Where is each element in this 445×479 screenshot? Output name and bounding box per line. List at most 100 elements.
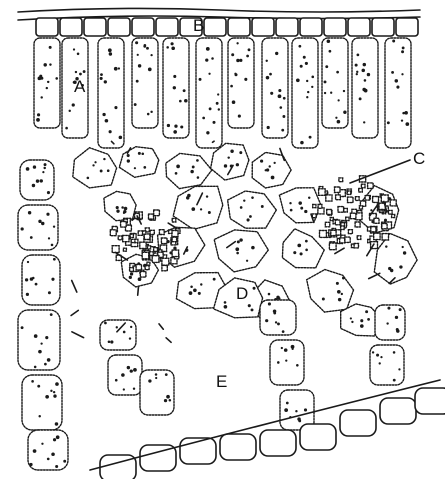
chloroplast-dot	[403, 251, 406, 254]
chloroplast-dot	[34, 334, 38, 338]
label-a: A	[74, 78, 85, 95]
chloroplast-dot	[199, 78, 202, 81]
chloroplast-dot	[402, 246, 404, 248]
chloroplast-dot	[399, 308, 402, 311]
xylem-cell	[335, 187, 341, 193]
chloroplast-dot	[119, 136, 123, 140]
chloroplast-dot	[108, 340, 111, 343]
spongy-cell	[214, 230, 268, 272]
xylem-cell	[121, 222, 127, 228]
chloroplast-dot	[395, 79, 398, 82]
chloroplast-dot	[270, 92, 273, 95]
chloroplast-dot	[385, 245, 387, 247]
chloroplast-dot	[261, 205, 264, 208]
chloroplast-dot	[305, 62, 308, 65]
chloroplast-dot	[171, 42, 174, 45]
chloroplast-dot	[246, 55, 249, 58]
label-b: B	[193, 17, 204, 34]
chloroplast-dot	[311, 86, 313, 88]
chloroplast-dot	[244, 78, 247, 81]
lower-epidermal-cell	[300, 424, 336, 450]
chloroplast-dot	[251, 308, 254, 311]
chloroplast-dot	[150, 54, 152, 56]
chloroplast-dot	[211, 57, 214, 60]
chloroplast-dot	[53, 391, 55, 393]
chloroplast-dot	[393, 379, 396, 382]
xylem-cell	[112, 246, 119, 253]
chloroplast-dot	[248, 48, 251, 51]
chloroplast-dot	[306, 80, 308, 82]
chloroplast-dot	[47, 191, 50, 194]
column-cell	[100, 320, 136, 350]
chloroplast-dot	[116, 209, 119, 212]
chloroplast-dot	[102, 113, 105, 116]
chloroplast-dot	[75, 71, 77, 73]
xylem-cell	[338, 207, 344, 213]
xylem-cell	[325, 222, 330, 227]
mesophyll-cell-large	[18, 205, 58, 250]
chloroplast-dot	[248, 304, 251, 307]
chloroplast-dot	[268, 302, 271, 305]
spongy-cell	[211, 143, 249, 180]
xylem-cell	[382, 224, 387, 229]
chloroplast-dot	[298, 201, 301, 204]
chloroplast-dot	[53, 394, 56, 397]
chloroplast-dot	[266, 76, 270, 80]
chloroplast-dot	[360, 319, 363, 322]
chloroplast-dot	[33, 449, 37, 453]
chloroplast-dot	[404, 111, 408, 115]
epidermal-cell	[300, 18, 322, 36]
chloroplast-dot	[155, 373, 158, 376]
xylem-cell	[329, 243, 336, 250]
epidermal-cell	[204, 18, 226, 36]
chloroplast-dot	[50, 313, 53, 316]
chloroplast-dot	[249, 215, 252, 218]
label-c: C	[413, 150, 425, 167]
cell-wall-line	[72, 281, 77, 293]
chloroplast-dot	[53, 438, 56, 441]
xylem-cell	[373, 197, 379, 203]
chloroplast-dot	[127, 159, 130, 162]
chloroplast-dot	[63, 460, 66, 463]
chloroplast-dot	[133, 387, 135, 389]
chloroplast-dot	[175, 172, 178, 175]
xylem-cell	[346, 217, 349, 220]
chloroplast-dot	[297, 417, 300, 420]
epidermal-cell	[372, 18, 394, 36]
chloroplast-dot	[325, 65, 328, 68]
chloroplast-dot	[247, 218, 250, 221]
chloroplast-dot	[363, 121, 365, 123]
chloroplast-dot	[130, 369, 133, 372]
chloroplast-dot	[293, 251, 296, 254]
spongy-cell	[104, 191, 136, 220]
cell-wall-line	[71, 310, 78, 315]
cell-wall-line	[166, 338, 171, 343]
chloroplast-dot	[167, 124, 170, 127]
chloroplast-dot	[296, 78, 300, 82]
left-cell-column	[18, 160, 68, 470]
chloroplast-dot	[184, 99, 188, 103]
chloroplast-dot	[387, 121, 390, 124]
xylem-cell	[143, 231, 146, 234]
chloroplast-dot	[213, 278, 216, 281]
chloroplast-dot	[108, 48, 112, 52]
chloroplast-dot	[134, 167, 136, 169]
chloroplast-dot	[121, 206, 124, 209]
xylem-cell	[335, 220, 340, 225]
xylem-cell	[336, 195, 341, 200]
palisade-cell	[385, 38, 411, 148]
mesophyll-cell-large	[18, 310, 60, 370]
xylem-cell	[359, 206, 362, 209]
chloroplast-dot	[342, 277, 345, 280]
chloroplast-dot	[173, 75, 176, 78]
chloroplast-dot	[379, 362, 381, 364]
chloroplast-dot	[155, 377, 157, 379]
palisade-cell	[228, 38, 254, 128]
lower-epidermal-cell	[260, 430, 296, 456]
chloroplast-dot	[146, 47, 149, 50]
chloroplast-dot	[40, 342, 42, 344]
chloroplast-dot	[100, 77, 103, 80]
chloroplast-dot	[40, 96, 42, 98]
epidermal-cell	[60, 18, 82, 36]
